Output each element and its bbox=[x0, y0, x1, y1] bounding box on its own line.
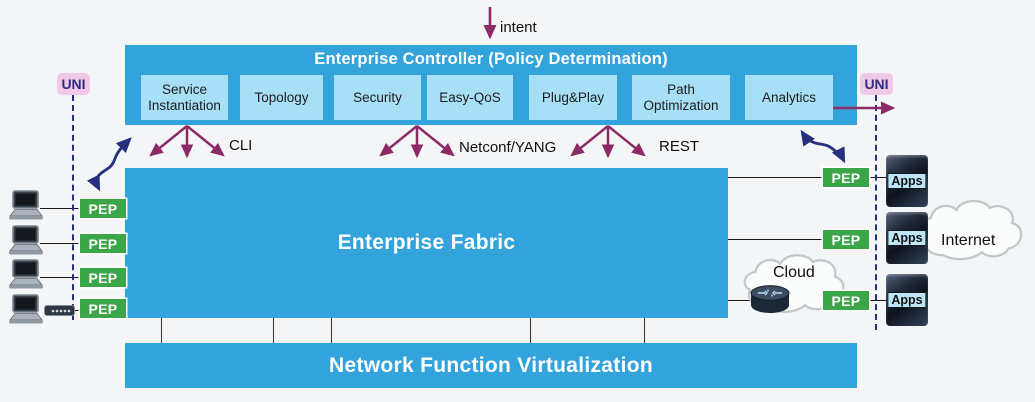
controller-title: Enterprise Controller (Policy Determinat… bbox=[314, 50, 668, 68]
rest-label: REST bbox=[659, 138, 700, 155]
apps-label: Apps bbox=[887, 230, 927, 246]
nfv-title: Network Function Virtualization bbox=[329, 353, 653, 377]
cli-label: CLI bbox=[229, 137, 253, 154]
fabric-nfv-link bbox=[273, 318, 274, 343]
apps-server-icon: Apps bbox=[886, 274, 928, 326]
pep-box: PEP bbox=[823, 230, 869, 249]
uni-badge-left: UNI bbox=[57, 73, 90, 95]
rest-arrow-fan bbox=[570, 125, 646, 159]
module-security: Security bbox=[334, 75, 421, 120]
module-topology: Topology bbox=[240, 75, 323, 120]
apps-server-icon: Apps bbox=[886, 155, 928, 207]
fabric-nfv-link bbox=[161, 318, 162, 343]
pep-box: PEP bbox=[80, 199, 126, 218]
endpoint-link bbox=[74, 310, 80, 311]
module-plug-and-play: Plug&Play bbox=[529, 75, 617, 120]
enterprise-controller-bar: Enterprise Controller (Policy Determinat… bbox=[125, 45, 857, 125]
apps-label: Apps bbox=[887, 173, 927, 189]
apps-server-icon: Apps bbox=[886, 212, 928, 264]
endpoint-link bbox=[40, 243, 80, 244]
netconf-arrow-fan bbox=[379, 125, 455, 159]
pep-box: PEP bbox=[80, 299, 126, 318]
router-icon bbox=[750, 285, 790, 313]
controller-pep-curve-right bbox=[800, 129, 846, 164]
pep-box: PEP bbox=[80, 268, 126, 287]
enterprise-fabric-box: Enterprise Fabric bbox=[125, 168, 728, 318]
switch-icon bbox=[44, 305, 75, 316]
module-analytics: Analytics bbox=[745, 75, 833, 120]
laptop-icon bbox=[9, 190, 43, 220]
cli-arrow-fan bbox=[149, 125, 225, 159]
pep-apps-link bbox=[869, 300, 888, 301]
uni-dashed-line-right bbox=[875, 95, 877, 330]
netconf-label: Netconf/YANG bbox=[459, 139, 557, 156]
nfv-bar: Network Function Virtualization bbox=[125, 343, 857, 388]
pep-box: PEP bbox=[823, 291, 869, 310]
module-path-optimization: Path Optimization bbox=[632, 75, 730, 120]
fabric-nfv-link bbox=[331, 318, 332, 343]
laptop-icon bbox=[9, 259, 43, 289]
intent-label: intent bbox=[500, 19, 537, 36]
pep-box: PEP bbox=[823, 168, 869, 187]
laptop-icon bbox=[9, 294, 43, 324]
module-service-instantiation: Service Instantiation bbox=[141, 75, 228, 120]
uni-dashed-line-left bbox=[72, 95, 74, 320]
pep-box: PEP bbox=[80, 234, 126, 253]
fabric-pep-link bbox=[728, 177, 823, 178]
laptop-icon bbox=[9, 225, 43, 255]
cloud-label: Cloud bbox=[773, 264, 815, 281]
fabric-nfv-link bbox=[530, 318, 531, 343]
internet-label: Internet bbox=[941, 232, 996, 249]
endpoint-link bbox=[40, 277, 80, 278]
fabric-router-link bbox=[728, 300, 752, 301]
endpoint-link bbox=[40, 208, 80, 209]
uni-badge-right: UNI bbox=[860, 73, 893, 95]
module-easy-qos: Easy-QoS bbox=[427, 75, 513, 120]
fabric-title: Enterprise Fabric bbox=[337, 231, 516, 254]
apps-label: Apps bbox=[887, 292, 927, 308]
fabric-pep-link bbox=[728, 239, 823, 240]
fabric-nfv-link bbox=[644, 318, 645, 343]
pep-apps-link bbox=[869, 177, 888, 178]
